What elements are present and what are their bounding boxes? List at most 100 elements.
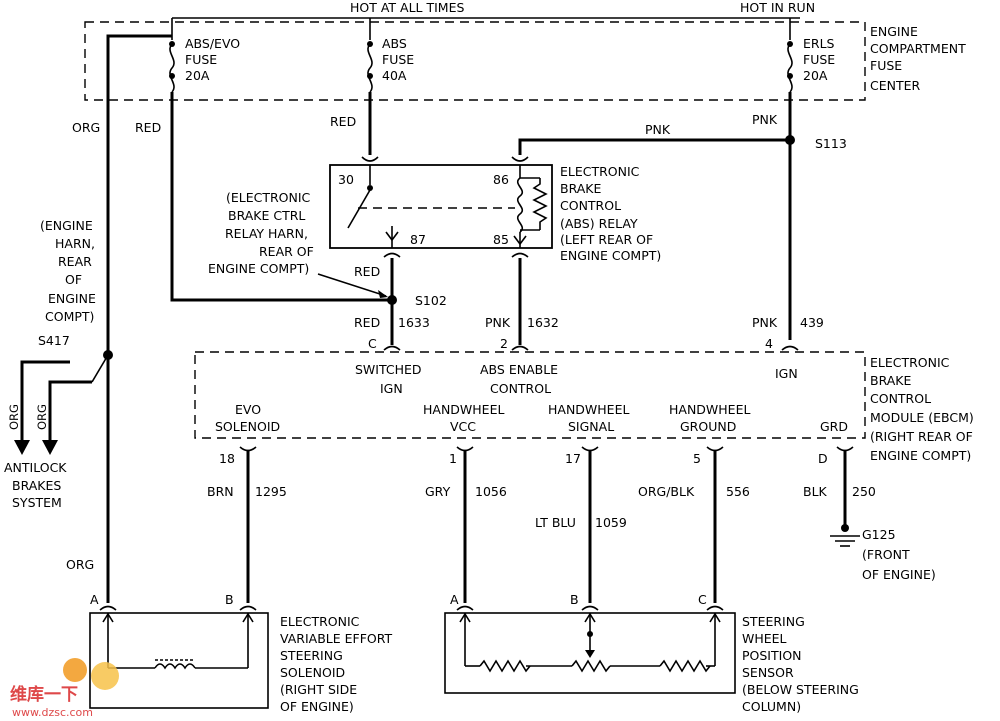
- relay-harness-3: RELAY HARN,: [225, 226, 308, 241]
- relay-harness-4: REAR OF: [259, 244, 314, 259]
- fuse2-line3: 40A: [382, 68, 407, 83]
- relay-label-5: (LEFT REAR OF: [560, 232, 653, 247]
- ebcm-grd: GRD: [820, 419, 848, 434]
- pnk-wire-label-1: PNK: [752, 112, 778, 127]
- ebcm-label-2: BRAKE: [870, 373, 912, 388]
- circuit-1056: 1056: [475, 484, 507, 499]
- lt-blu-wire-label: LT BLU: [535, 515, 576, 530]
- splice-s417: S417: [38, 333, 70, 348]
- splice-s113: S113: [815, 136, 847, 151]
- fuse1-line1: ABS/EVO: [185, 36, 240, 51]
- ground-g125-3: OF ENGINE): [862, 567, 936, 582]
- fuse3-line1: ERLS: [803, 36, 835, 51]
- org-blk-wire-label: ORG/BLK: [638, 484, 695, 499]
- solenoid-pin-b: B: [225, 592, 234, 607]
- ebcm-pin-4: 4: [765, 336, 773, 351]
- solenoid-box: [89, 612, 269, 709]
- sensor-label-5: (BELOW STEERING: [742, 682, 859, 697]
- hot-at-all-times-label: HOT AT ALL TIMES: [350, 0, 464, 15]
- sensor-label-3: POSITION: [742, 648, 802, 663]
- ebcm-pin-c: C: [368, 336, 377, 351]
- ground-icon: [830, 524, 860, 547]
- ebcm-label-1: ELECTRONIC: [870, 355, 950, 370]
- ebcm-switched-ign-1: SWITCHED: [355, 362, 422, 377]
- engine-harn-1: (ENGINE: [40, 218, 93, 233]
- gry-wire-label: GRY: [425, 484, 451, 499]
- pnk-wire-label-2: PNK: [645, 122, 671, 137]
- ebcm-pin-1: 1: [449, 451, 457, 466]
- sensor-label-1: STEERING: [742, 614, 805, 629]
- solenoid-coil-icon: [102, 612, 254, 670]
- ebcm-hw-ground-2: GROUND: [680, 419, 736, 434]
- fuse-center-label-3: FUSE: [870, 58, 902, 73]
- watermark-logo: 维库一下 www.dzsc.com: [10, 658, 119, 719]
- engine-harn-4: OF: [65, 272, 82, 287]
- antilock-3: SYSTEM: [12, 495, 62, 510]
- hot-in-run-label: HOT IN RUN: [740, 0, 815, 15]
- fuse2-line1: ABS: [382, 36, 407, 51]
- fuse3-line2: FUSE: [803, 52, 835, 67]
- ebcm-label-6: ENGINE COMPT): [870, 448, 971, 463]
- antilock-2: BRAKES: [12, 478, 61, 493]
- ebcm-hw-signal-1: HANDWHEEL: [548, 402, 629, 417]
- brn-wire-label: BRN: [207, 484, 234, 499]
- relay-pin-85: 85: [493, 232, 509, 247]
- abs-relay-box: [329, 164, 553, 249]
- fuse-center-label-2: COMPARTMENT: [870, 41, 966, 56]
- org-wire-label-top: ORG: [72, 120, 100, 135]
- circuit-556: 556: [726, 484, 750, 499]
- org-wire-label-bottom: ORG: [66, 557, 94, 572]
- fuse-center-label-4: CENTER: [870, 78, 921, 93]
- relay-harness-1: (ELECTRONIC: [226, 190, 311, 205]
- sensor-pin-c: C: [698, 592, 707, 607]
- svg-text:www.dzsc.com: www.dzsc.com: [12, 706, 93, 719]
- ebcm-label-4: MODULE (EBCM): [870, 410, 974, 425]
- ebcm-pin-18: 18: [219, 451, 235, 466]
- circuit-250: 250: [852, 484, 876, 499]
- relay-label-2: BRAKE: [560, 181, 602, 196]
- relay-label-4: (ABS) RELAY: [560, 216, 638, 231]
- solenoid-label-3: STEERING: [280, 648, 343, 663]
- solenoid-label-1: ELECTRONIC: [280, 614, 360, 629]
- solenoid-label-5: (RIGHT SIDE: [280, 682, 357, 697]
- red-wire-label-1: RED: [135, 120, 161, 135]
- ebcm-abs-enable-1: ABS ENABLE: [480, 362, 558, 377]
- erls-fuse-icon: [787, 41, 793, 93]
- ground-g125-1: G125: [862, 527, 896, 542]
- relay-coil-icon: [513, 165, 548, 248]
- ebcm-pin-d: D: [818, 451, 828, 466]
- red-wire-label-3: RED: [354, 264, 380, 279]
- relay-pin-30: 30: [338, 172, 354, 187]
- ebcm-ign: IGN: [775, 366, 798, 381]
- red-wire-label-4: RED: [354, 315, 380, 330]
- ebcm-evo-1: EVO: [235, 402, 261, 417]
- org-wire-label-abs-2: ORG: [35, 404, 49, 430]
- relay-pin-86: 86: [493, 172, 509, 187]
- sensor-label-4: SENSOR: [742, 665, 794, 680]
- ebcm-label-3: CONTROL: [870, 391, 931, 406]
- relay-switch-icon: [347, 165, 515, 248]
- antilock-1: ANTILOCK: [4, 460, 67, 475]
- ebcm-hw-signal-2: SIGNAL: [568, 419, 614, 434]
- sensor-label-2: WHEEL: [742, 631, 787, 646]
- engine-harn-5: ENGINE: [48, 291, 96, 306]
- org-wire-label-abs-1: ORG: [7, 404, 21, 430]
- circuit-1059: 1059: [595, 515, 627, 530]
- ebcm-hw-ground-1: HANDWHEEL: [669, 402, 750, 417]
- abs-evo-fuse-icon: [169, 41, 175, 93]
- sensor-pin-b: B: [570, 592, 579, 607]
- ebcm-pin-2: 2: [500, 336, 508, 351]
- ebcm-label-5: (RIGHT REAR OF: [870, 429, 973, 444]
- solenoid-label-2: VARIABLE EFFORT: [280, 631, 393, 646]
- ebcm-hw-vcc-1: HANDWHEEL: [423, 402, 504, 417]
- relay-pin-87: 87: [410, 232, 426, 247]
- abs-fuse-icon: [367, 41, 373, 93]
- fuse2-line2: FUSE: [382, 52, 414, 67]
- solenoid-label-6: OF ENGINE): [280, 699, 354, 714]
- relay-label-1: ELECTRONIC: [560, 164, 640, 179]
- engine-harn-2: HARN,: [55, 236, 95, 251]
- circuit-1295: 1295: [255, 484, 287, 499]
- circuit-1632: 1632: [527, 315, 559, 330]
